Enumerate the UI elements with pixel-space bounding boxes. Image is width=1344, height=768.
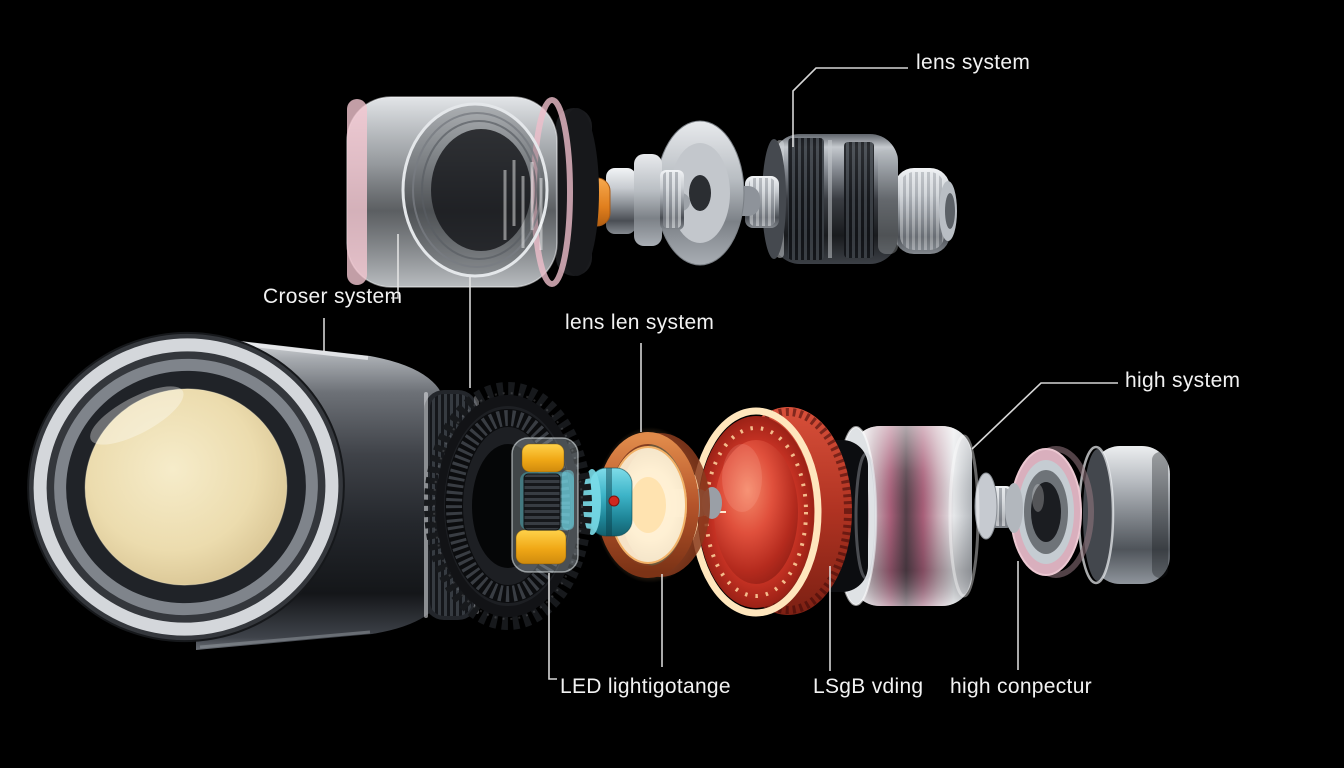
leader-led-left: [548, 573, 557, 680]
pink-ring-lens: [1010, 446, 1094, 578]
label-lens-len-system: lens len system: [565, 311, 715, 334]
gray-end-cylinder: [1077, 445, 1170, 585]
silver-spool: [974, 472, 1023, 540]
label-high-conpectur: high conpectur: [950, 675, 1092, 698]
leader-lens-system: [792, 67, 908, 147]
leader-high-system: [971, 382, 1118, 450]
led-light-module: [511, 437, 579, 573]
upper-dark-barrel: [762, 134, 898, 264]
upper-silver-couplers: [600, 154, 690, 246]
label-high-system: high system: [1125, 369, 1241, 392]
label-lens-system: lens system: [916, 51, 1031, 74]
label-croser-system: Croser system: [263, 285, 403, 308]
red-center-dot: [608, 495, 620, 507]
clear-glass-hood: [346, 96, 573, 288]
upper-tip-knurled-cap: [894, 168, 957, 254]
barrel-front-glass: [27, 331, 345, 643]
leader-croser-system-up: [391, 234, 399, 299]
lower-lens-assembly: [27, 331, 1170, 650]
upper-lens-assembly: [346, 96, 957, 288]
label-led-lightigotange: LED lightigotange: [560, 675, 731, 698]
hood-engraving-marks: [503, 160, 543, 250]
upper-black-ring: [555, 108, 599, 276]
label-lsgb-vding: LSgB vding: [813, 675, 924, 698]
red-lens-ring: [690, 407, 852, 617]
leader-lines: [323, 67, 1118, 680]
